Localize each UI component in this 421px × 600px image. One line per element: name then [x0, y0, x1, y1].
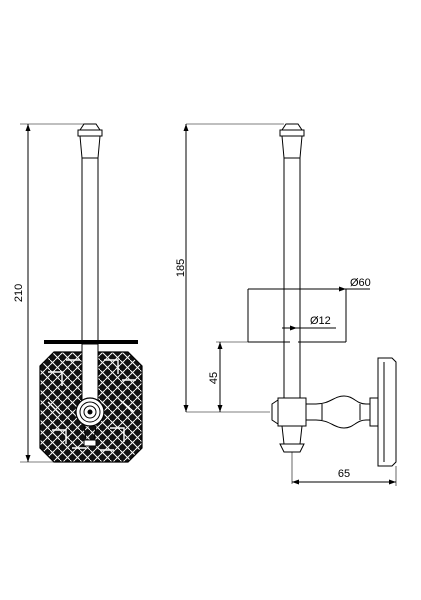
label-mount-height: 45: [208, 372, 220, 384]
side-rod: [283, 157, 301, 398]
front-rod: [81, 157, 99, 342]
roll-outline: Ø60: [247, 277, 371, 343]
dimension-projection: 65: [292, 468, 396, 485]
dimension-rod-height: 185: [175, 123, 284, 413]
side-bracket: [271, 395, 371, 484]
rod-diameter-callout: Ø12: [282, 315, 336, 331]
label-roll-diameter: Ø60: [350, 277, 371, 289]
side-view: 185 45 Ø60 Ø12: [175, 123, 397, 486]
side-top-cap: [279, 123, 305, 159]
dimension-mount-height: 45: [208, 341, 250, 412]
front-base-plate: [39, 343, 143, 463]
front-shelf-bar: [44, 340, 138, 344]
label-total-height: 210: [13, 284, 25, 302]
front-top-cap: [77, 123, 103, 159]
side-wall-plate: [369, 357, 397, 486]
label-rod-diameter: Ø12: [310, 315, 331, 327]
label-projection: 65: [338, 468, 350, 480]
front-view: 210: [13, 123, 143, 463]
dimension-total-height: 210: [13, 123, 90, 463]
label-rod-height: 185: [175, 259, 187, 277]
